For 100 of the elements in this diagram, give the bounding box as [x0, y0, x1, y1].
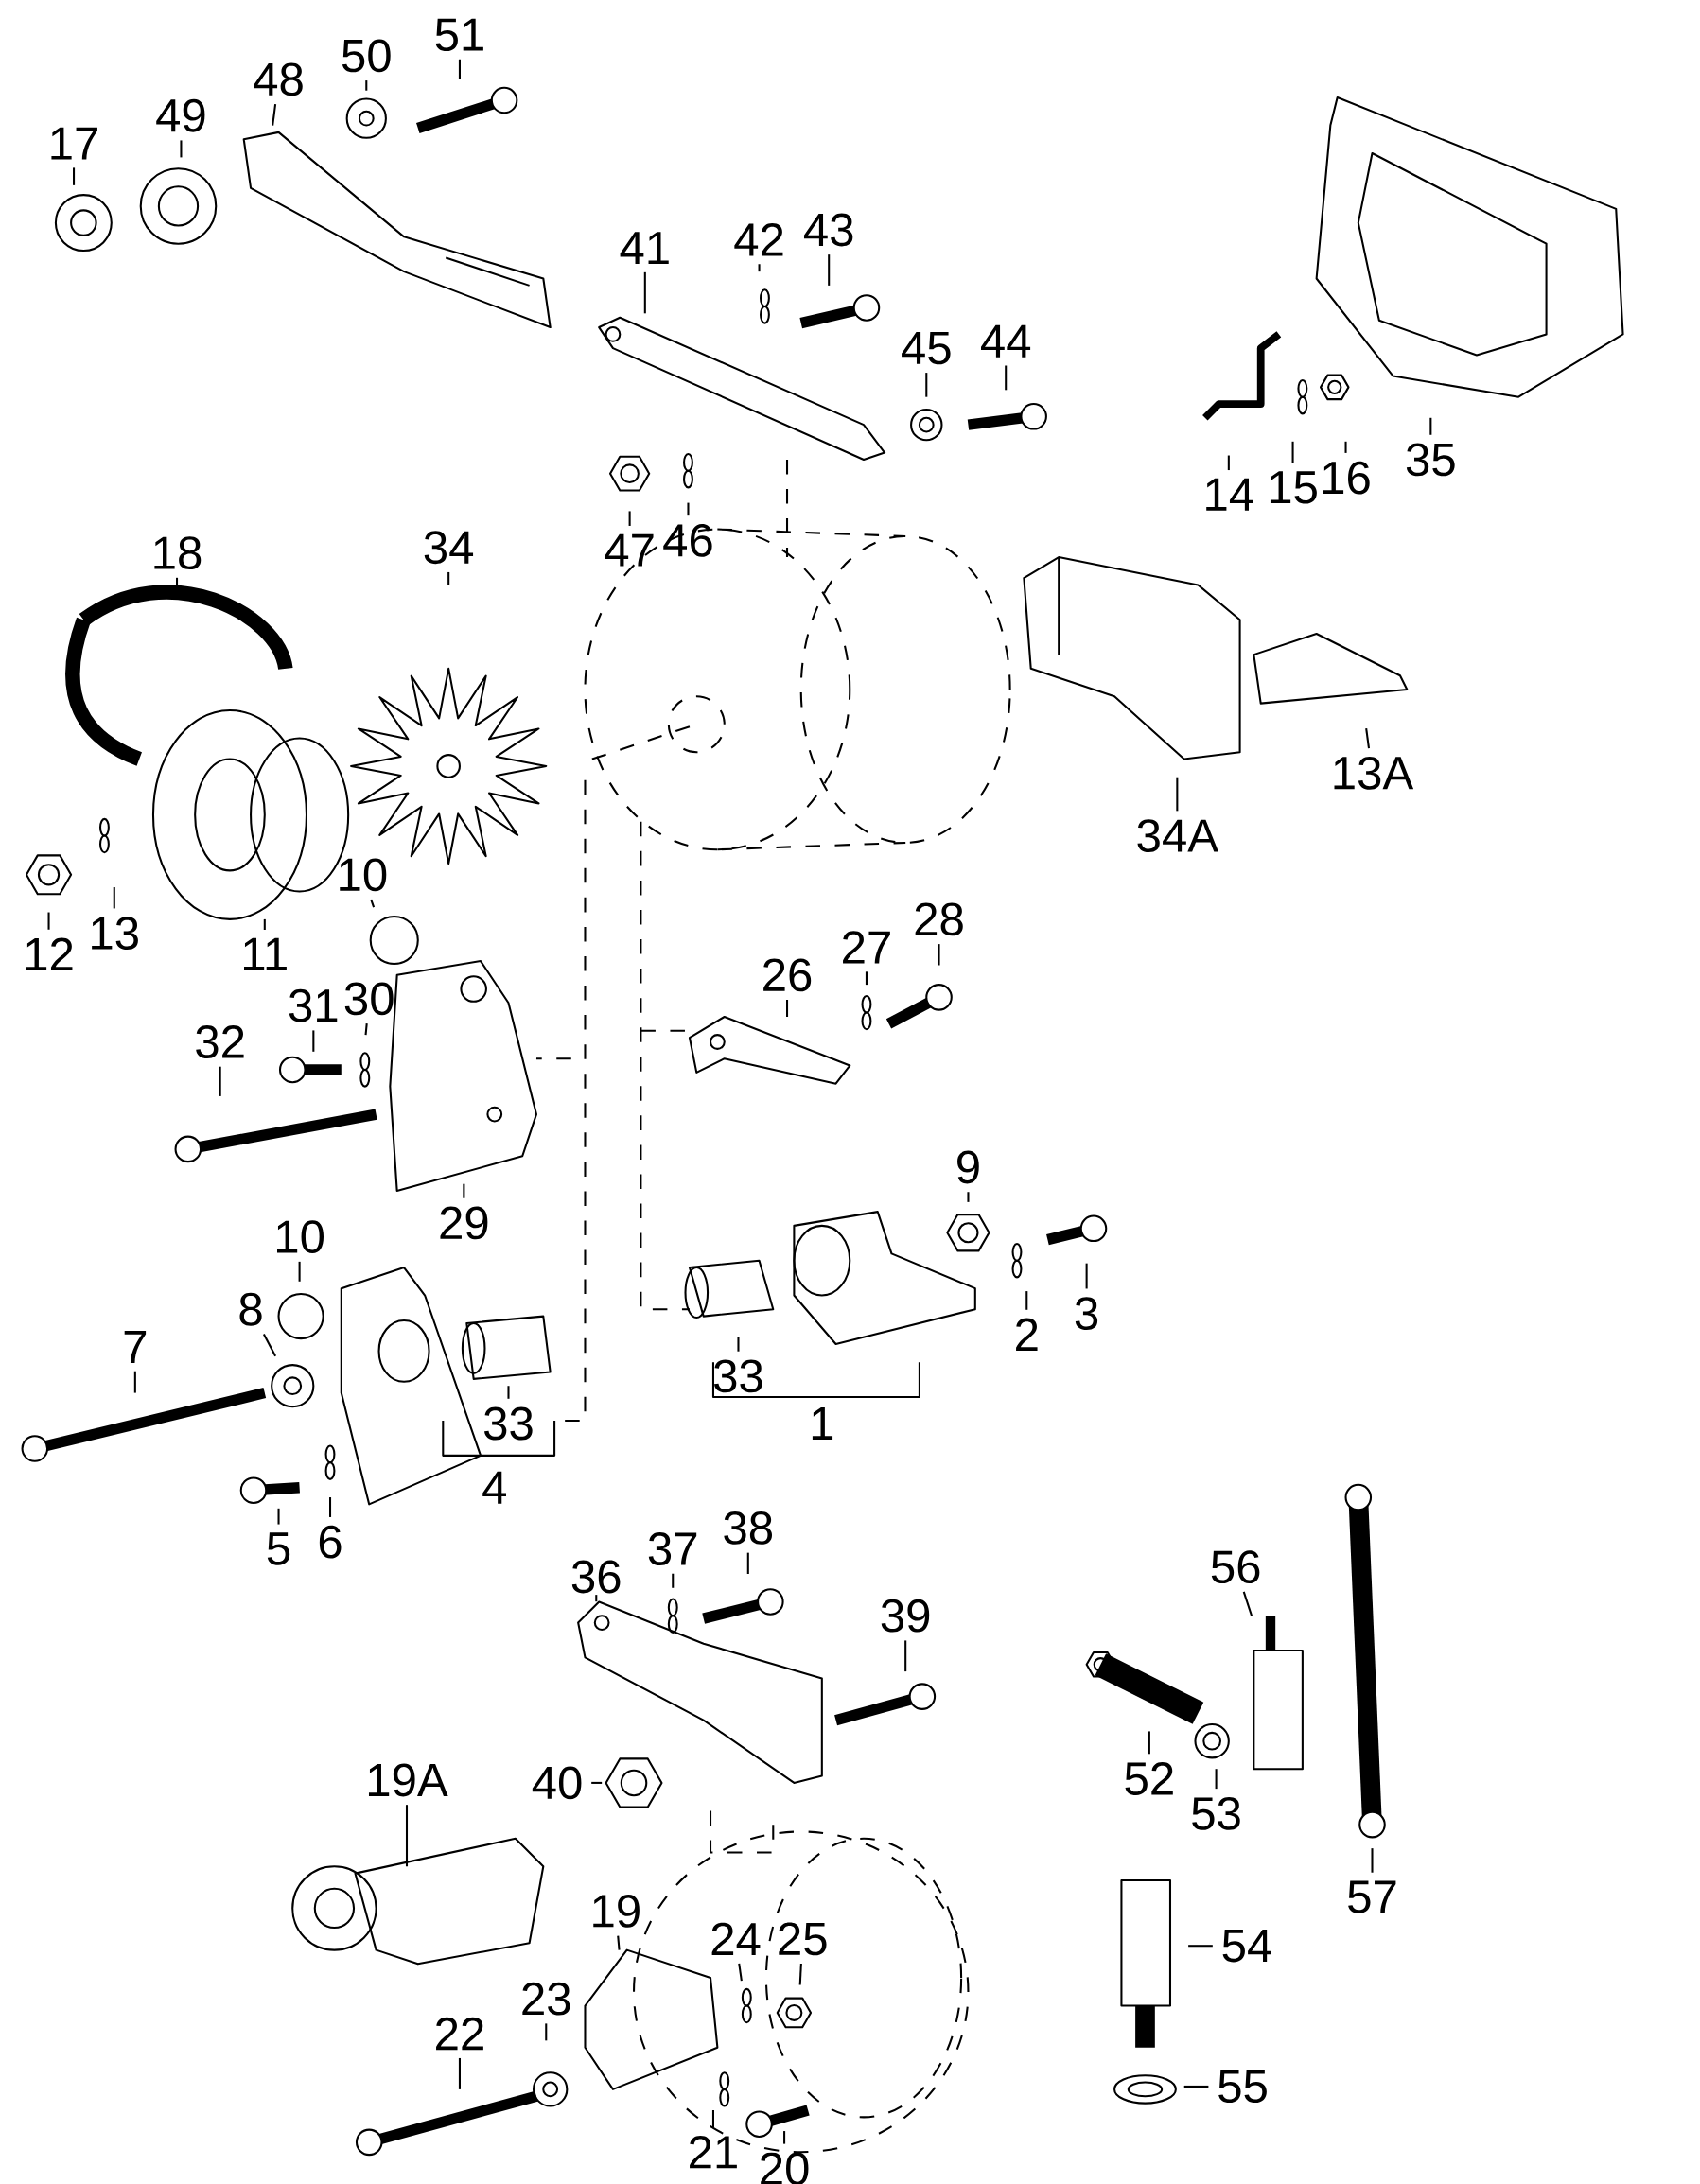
callout-number: 24 [711, 1922, 761, 1955]
leader-line [1176, 777, 1179, 812]
callout-number: 31 [289, 988, 338, 1022]
leader-line [866, 971, 868, 986]
callout-number: 19 [593, 1895, 640, 1928]
callout-number: 50 [342, 39, 391, 73]
leader-line [134, 1371, 137, 1393]
leader-line [1025, 1291, 1028, 1310]
leader-line [1005, 365, 1008, 391]
leader-line [628, 511, 631, 526]
leader-line [938, 944, 940, 966]
callout-number: 40 [533, 1766, 582, 1800]
callout-number: 29 [440, 1206, 488, 1240]
callout-number: 42 [734, 223, 783, 256]
leader-line [329, 1497, 332, 1517]
callout-number: 1 [813, 1407, 833, 1440]
leader-line [1215, 1769, 1218, 1790]
leader-line [746, 1552, 750, 1575]
callout-number: 30 [345, 982, 394, 1016]
callout-number: 48 [254, 62, 303, 96]
leader-line [459, 59, 462, 79]
leader-line [545, 2023, 548, 2041]
leader-line [798, 1964, 803, 1985]
callout-number: 16 [1323, 461, 1370, 495]
callout-number: 32 [196, 1025, 244, 1058]
callout-number: 28 [915, 902, 963, 936]
callout-number: 19A [369, 1763, 448, 1797]
leader-line [277, 1508, 280, 1525]
callout-number: 38 [724, 1511, 773, 1545]
callout-number: 15 [1271, 471, 1318, 504]
leader-line [758, 264, 761, 272]
callout-number: 27 [843, 931, 891, 964]
leader-line [113, 887, 115, 909]
callout-number: 12 [26, 937, 73, 970]
callout-number: 25 [779, 1922, 827, 1956]
leader-line [617, 1935, 621, 1950]
callout-number: 49 [156, 98, 205, 132]
leader-line [47, 912, 50, 930]
callout-number: 8 [239, 1292, 262, 1326]
callout-number: 53 [1192, 1796, 1240, 1830]
callout-number: 46 [663, 523, 712, 557]
leader-line [180, 140, 183, 158]
leader-line [219, 1066, 221, 1096]
callout-number: 47 [605, 533, 654, 567]
callout-number: 18 [154, 536, 202, 570]
callout-number: 55 [1218, 2070, 1268, 2104]
leader-line [263, 918, 267, 930]
callout-number: 39 [881, 1599, 930, 1633]
callout-number: 56 [1212, 1550, 1260, 1584]
callout-number: 6 [320, 1525, 342, 1559]
leader-line [1148, 1731, 1151, 1755]
leader-line [687, 502, 690, 516]
leader-line [672, 1573, 675, 1588]
leader-line [644, 271, 647, 314]
leader-line [1291, 441, 1294, 463]
callout-number: 21 [690, 2136, 738, 2169]
leader-line [786, 1000, 789, 1017]
callout-number: 17 [51, 127, 98, 160]
callout-number: 10 [277, 1220, 324, 1254]
leader-line [365, 80, 368, 91]
leader-line [459, 2057, 462, 2089]
leader-line [364, 1022, 368, 1036]
leader-line [298, 1261, 301, 1282]
callout-number: 51 [435, 18, 484, 51]
leader-line [507, 1386, 510, 1399]
callout-number: 7 [124, 1331, 147, 1363]
leader-line [595, 1595, 598, 1602]
leader-line [737, 1337, 740, 1352]
callout-number: 54 [1222, 1930, 1272, 1963]
leader-line [1242, 1591, 1253, 1616]
callout-number: 4 [482, 1471, 507, 1504]
leader-line [1344, 441, 1347, 453]
callout-number: 14 [1206, 478, 1253, 511]
callout-number: 11 [244, 937, 288, 970]
leader-line [1183, 2085, 1209, 2088]
callout-number: 52 [1125, 1762, 1173, 1795]
callout-number: 41 [620, 232, 669, 265]
callout-number: 9 [957, 1150, 979, 1184]
leader-line [591, 1781, 603, 1784]
callout-number: 13 [92, 917, 139, 951]
leader-line [712, 2110, 715, 2128]
leader-line [463, 1183, 465, 1198]
callout-number: 37 [649, 1532, 697, 1565]
leader-line [967, 1192, 970, 1202]
leader-line [1188, 1945, 1214, 1948]
leader-line [1371, 1848, 1374, 1873]
callout-number: 34A [1137, 819, 1219, 852]
callout-number: 22 [436, 2017, 484, 2051]
callout-number: 33 [484, 1406, 533, 1441]
callout-number: 10 [340, 858, 387, 892]
leader-line [272, 104, 277, 126]
callout-number: 3 [1076, 1297, 1098, 1331]
leader-line [783, 2131, 786, 2144]
leader-line [447, 571, 450, 585]
callout-number: 5 [268, 1532, 290, 1565]
callout-number: 57 [1348, 1880, 1396, 1913]
leader-line [1085, 1263, 1088, 1289]
leader-line [1365, 728, 1371, 749]
leader-line [925, 373, 928, 397]
leader-line [904, 1640, 907, 1672]
